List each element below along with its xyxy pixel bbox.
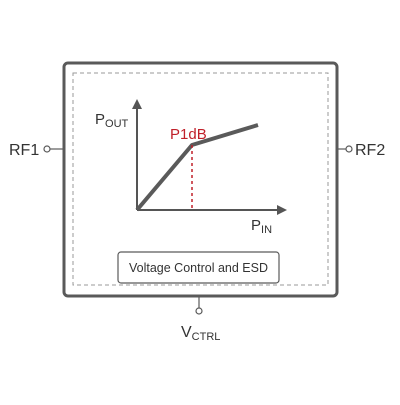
y-axis-label: POUT [95,111,129,130]
rf2-pin-terminal [345,145,353,153]
device-package-outline [62,61,339,298]
vctrl-pin: VCTRL [181,296,220,343]
rf1-pin-terminal [43,145,51,153]
compression-graph: POUT PIN P1dB [95,99,287,236]
voltage-control-esd-label: Voltage Control and ESD [129,261,268,275]
x-axis-label: PIN [251,217,272,236]
rf2-pin: RF2 [337,142,385,159]
inner-dashed-boundary [72,72,329,286]
rf2-label: RF2 [355,142,385,159]
voltage-control-esd-box [117,251,280,284]
vctrl-label: VCTRL [181,324,220,343]
p1db-label: P1dB [170,126,207,143]
rf1-label: RF1 [9,142,39,159]
voltage-control-esd-block: Voltage Control and ESD [117,251,280,284]
rf1-pin: RF1 [9,142,64,159]
vctrl-pin-terminal [195,307,203,315]
